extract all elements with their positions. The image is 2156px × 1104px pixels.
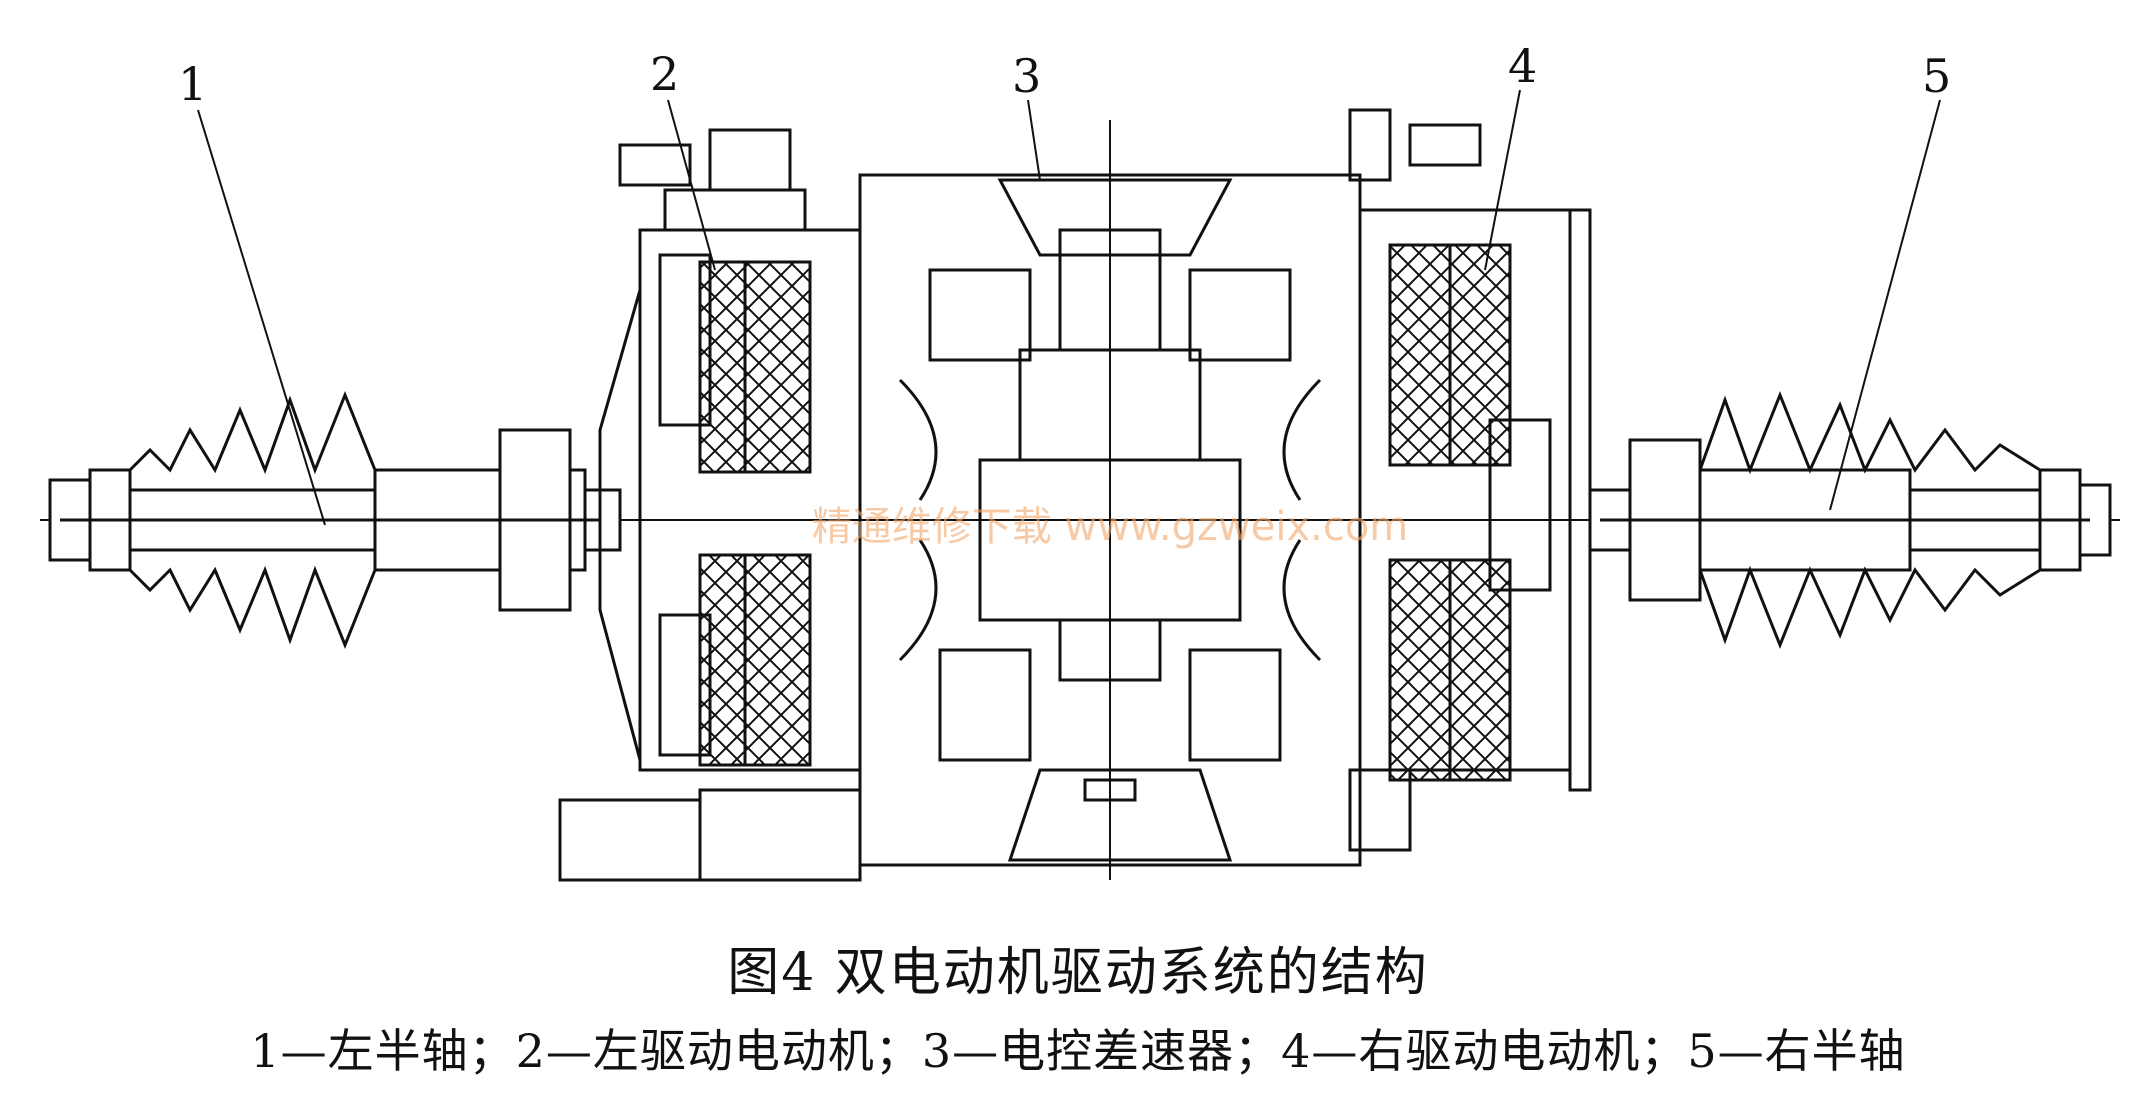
figure-caption: 图4 双电动机驱动系统的结构: [727, 943, 1429, 1003]
left-half-shaft: [48, 428, 622, 612]
left-motor-windings: [698, 260, 812, 767]
label-1: 1: [178, 57, 207, 111]
label-3: 3: [1012, 49, 1041, 103]
label-4: 4: [1508, 39, 1537, 93]
label-2: 2: [650, 47, 679, 101]
right-motor-windings: [1388, 243, 1512, 782]
right-motor-connector: [1348, 108, 1482, 182]
left-bellows: [128, 390, 377, 650]
leader-lines: [197, 89, 1941, 526]
right-bellows: [1698, 390, 2041, 650]
figure-legend: 1—左半轴；2—左驱动电动机；3—电控差速器；4—右驱动电动机；5—右半轴: [250, 1024, 1906, 1078]
bottom-left-connector: [558, 788, 862, 882]
right-half-shaft: [1588, 438, 2112, 602]
label-5: 5: [1922, 49, 1951, 103]
left-motor-connector: [618, 128, 807, 232]
watermark: 精通维修下载 www.gzweix.com: [812, 504, 1409, 550]
